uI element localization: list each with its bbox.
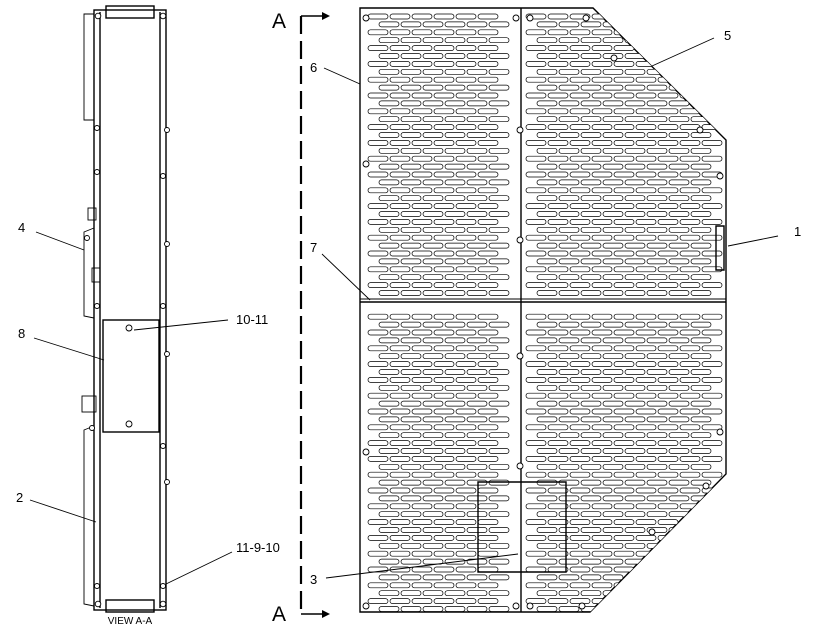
leader-11-9-10: [165, 551, 233, 585]
callout-1: 1: [794, 224, 801, 239]
panel-mount-holes: [362, 14, 724, 610]
callout-8: 8: [18, 326, 25, 341]
view-caption: VIEW A-A: [108, 616, 153, 627]
leader-4: [35, 231, 85, 251]
access-panel-8: [102, 319, 160, 433]
leader-8: [33, 337, 105, 361]
panel-outline: [359, 7, 727, 613]
leader-2: [29, 499, 97, 523]
top-end-cap: [105, 5, 155, 19]
screen-panel: [359, 7, 727, 613]
fastener-hole: [125, 420, 133, 428]
side-frame-outer: [93, 9, 167, 611]
section-label-top: A: [272, 10, 286, 33]
side-tab-lower: [81, 395, 97, 413]
callout-7: 7: [310, 240, 317, 255]
perforation-slots: [367, 13, 723, 612]
callout-labels: 1 2 3 4 5 6 7 8 10-11 11-9-10: [16, 28, 801, 587]
callout-6: 6: [310, 60, 317, 75]
side-view-a-a: VIEW A-A: [81, 5, 170, 627]
callout-5: 5: [724, 28, 731, 43]
upper-side-bracket: [83, 13, 94, 121]
fastener-hole: [125, 324, 133, 332]
leader-7: [321, 253, 371, 301]
leader-3: [325, 553, 519, 579]
latch-handle-1: [715, 225, 725, 271]
section-line-a-a: A A: [272, 10, 330, 626]
side-bracket-2: [83, 425, 95, 607]
arrowhead-bottom: [322, 610, 330, 618]
side-tab-upper: [87, 207, 97, 221]
leader-1: [727, 235, 779, 247]
arrowhead-top: [322, 12, 330, 20]
leader-6: [323, 67, 361, 85]
callout-leaders: [29, 37, 779, 585]
callout-3: 3: [310, 572, 317, 587]
leader-10-11: [133, 319, 229, 331]
bottom-end-cap: [105, 599, 155, 613]
section-label-bottom: A: [272, 603, 286, 626]
side-tab-mid: [91, 267, 101, 283]
side-fasteners: [84, 12, 170, 608]
side-bracket-4: [83, 227, 95, 319]
callout-10-11: 10-11: [236, 312, 268, 327]
leader-5: [651, 37, 715, 67]
callout-11-9-10: 11-9-10: [236, 540, 280, 555]
inspection-cover-3: [477, 481, 567, 573]
callout-2: 2: [16, 490, 23, 505]
callout-4: 4: [18, 220, 25, 235]
